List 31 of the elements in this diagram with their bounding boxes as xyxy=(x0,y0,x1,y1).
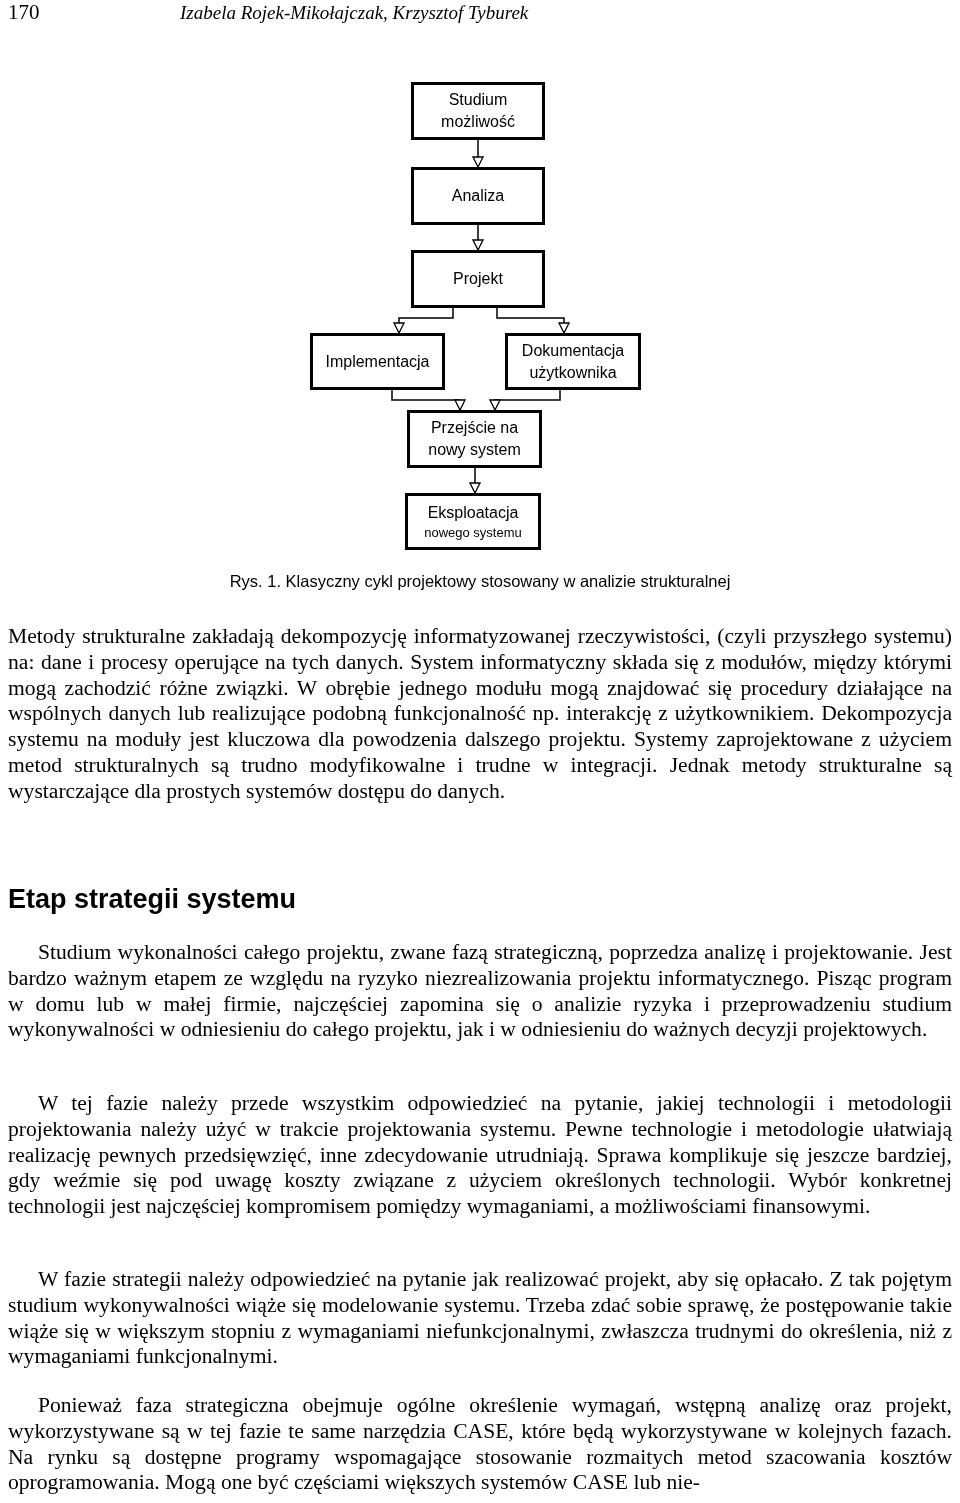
arrow xyxy=(489,389,561,411)
box-label: Analiza xyxy=(451,186,505,206)
paragraph: Metody strukturalne zakładają dekompozycję informatyzowanej rzeczywistości, (czyli przyszłego systemu) na: dane i procesy operujące na tych danych. System informatyczny składa się z modułów, między którymi mogą zachodzić różne związki. W obrębie jednego modułu mogą znajdować się procedury działające na wspólnych danych lub realizujące podobną funkcjonalność np. interakcję z użytkownikiem. Dekompozycja systemu na moduły jest kluczowa dla powodzenia dalszego projektu. Systemy zaprojektowane z użyciem metod strukturalnych są trudno modyfikowalne i trudne w integracji. Jednak metody strukturalne są wystarczające dla prostych systemów dostępu do danych. xyxy=(8,624,952,805)
box-label: Projekt xyxy=(453,269,503,289)
paragraph: Ponieważ faza strategiczna obejmuje ogólne określenie wymagań, wstępną analizę oraz projekt, wykorzystywane są w tej fazie te same narzędzia CASE, które będą wykorzystywane w kolejnych fazach. Na rynku są dostępne programy wspomagające stosowanie rozmaitych metod szacowania kosztów oprogramowania. Mogą one być częściami większych systemów CASE lub nie- xyxy=(8,1393,952,1497)
arrow xyxy=(393,307,454,334)
arrow xyxy=(469,467,481,494)
process-box xyxy=(310,333,445,390)
figure-caption: Rys. 1. Klasyczny cykl projektowy stosowany w analizie strukturalnej xyxy=(228,572,732,591)
paragraph: W fazie strategii należy odpowiedzieć na pytanie jak realizować projekt, aby się opłacało. Z tak pojętym studium wykonywalności wiąże się modelowanie systemu. Trzeba zdać sobie sprawę, że postępowanie takie wiąże się w większym stopniu z wymaganiami niefunkcjonalnymi, zwłaszcza trudnymi do określenia, niż z wymaganiami funkcjonalnymi. xyxy=(8,1267,952,1371)
process-box xyxy=(411,250,545,308)
box-label: Przejście na nowy system xyxy=(427,418,522,460)
process-box xyxy=(505,333,641,390)
box-label: nowego systemu xyxy=(424,523,522,542)
arrow xyxy=(472,139,484,168)
box-label: Dokumentacja użytkownika xyxy=(520,340,626,383)
box-label: Studium możliwość xyxy=(440,90,516,132)
section-heading: Etap strategii systemu xyxy=(8,884,297,915)
arrow xyxy=(472,224,484,251)
process-box xyxy=(405,493,541,550)
box-label: Implementacja xyxy=(325,351,430,372)
process-box xyxy=(407,410,542,468)
paragraph: Studium wykonalności całego projektu, zwane fazą strategiczną, poprzedza analizę i projektowanie. Jest bardzo ważnym etapem ze względu na ryzyko niezrealizowania projektu informatycznego. Pisząc program w domu lub w małej firmie, najczęściej zapomina się o analizie ryzyka i przeprowadzeniu studium wykonywalności w odniesieniu do całego projektu, jak i w odniesieniu do ważnych decyzji projektowych. xyxy=(8,940,952,1044)
paragraph: W tej fazie należy przede wszystkim odpowiedzieć na pytanie, jakiej technologii i metodologii projektowania należy użyć w trakcie projektowania systemu. Pewne technologie i metodologie ułatwiają realizację pewnych przedsięwzięć, inne zdecydowanie utrudniają. Sprawa komplikuje się jeszcze bardziej, gdy weźmie się pod uwagę koszty związane z użyciem określonych technologii. Wybór konkretnej technologii jest najczęściej kompromisem pomiędzy wymaganiami, a możliwościami finansowymi. xyxy=(8,1091,952,1220)
process-box xyxy=(411,167,545,225)
arrow xyxy=(496,307,570,334)
running-header: Izabela Rojek-Mikołajczak, Krzysztof Tyburek xyxy=(180,2,529,24)
process-box xyxy=(411,82,545,140)
box-label: Eksploatacja xyxy=(427,502,519,523)
arrow xyxy=(391,389,466,411)
page-number: 170 xyxy=(8,0,40,25)
